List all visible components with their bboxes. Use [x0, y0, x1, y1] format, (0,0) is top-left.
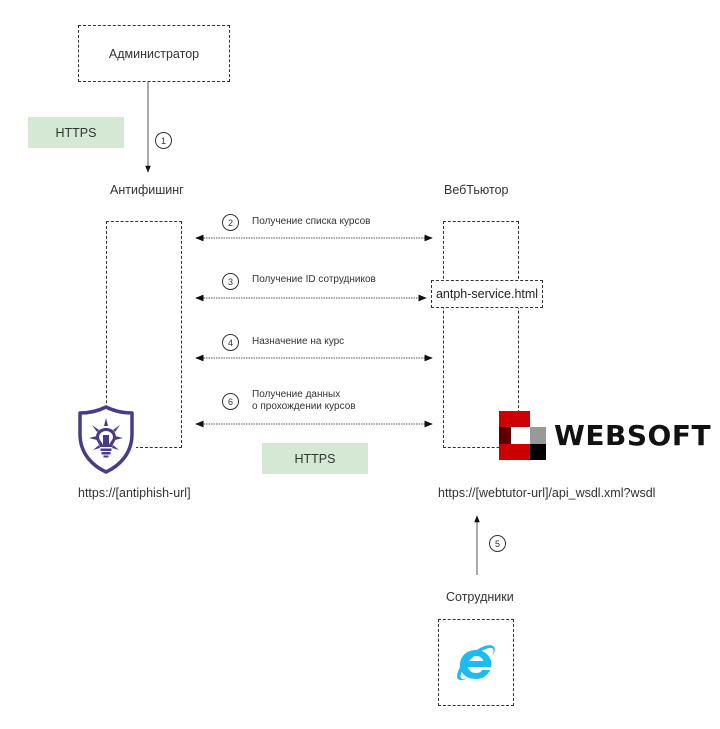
https-label-middle: HTTPS [294, 451, 336, 466]
websoft-logo-mark [499, 411, 546, 460]
webtutor-lifeline [443, 221, 519, 448]
step-4-badge: 4 [222, 334, 239, 351]
websoft-wordmark: WEBSOFT [554, 419, 712, 452]
https-label-top: HTTPS [55, 125, 97, 140]
service-file-box: antph-service.html [431, 280, 543, 308]
antiphishing-url: https://[antiphish-url] [78, 486, 191, 500]
websoft-logo: WEBSOFT [499, 411, 711, 461]
step-2-label: Получение списка курсов [252, 216, 371, 227]
antiphishing-title: Антифишинг [110, 183, 184, 197]
webtutor-title: ВебТьютор [444, 183, 509, 197]
step-1-number: 1 [160, 135, 166, 146]
step-6-number: 6 [227, 396, 233, 407]
step-3-number: 3 [227, 276, 233, 287]
step-3-label: Получение ID сотрудников [252, 274, 376, 285]
service-file-label: antph-service.html [435, 287, 539, 301]
antiphishing-lifeline [106, 221, 182, 448]
https-badge-middle: HTTPS [262, 443, 368, 474]
step-2-number: 2 [227, 217, 233, 228]
https-badge-top: HTTPS [28, 117, 124, 148]
step-5-number: 5 [494, 538, 500, 549]
administrator-label: Администратор [108, 46, 200, 61]
step-4-label: Назначение на курс [252, 336, 345, 347]
step-2-badge: 2 [222, 214, 239, 231]
webtutor-url: https://[webtutor-url]/api_wsdl.xml?wsdl [438, 486, 656, 500]
step-5-badge: 5 [489, 535, 506, 552]
step-6-label-line2: о прохождении курсов [252, 401, 356, 412]
internet-explorer-icon [455, 642, 499, 682]
step-6-badge: 6 [222, 393, 239, 410]
step-4-number: 4 [227, 337, 233, 348]
employees-title: Сотрудники [446, 590, 514, 604]
step-6-label-line1: Получение данных [252, 389, 341, 400]
step-3-badge: 3 [222, 273, 239, 290]
employees-browser-box [438, 619, 514, 706]
step-1-badge: 1 [155, 132, 172, 149]
administrator-box: Администратор [78, 25, 230, 82]
shield-lightbulb-icon [76, 404, 136, 476]
step-6-label: Получение данных о прохождении курсов [252, 389, 356, 413]
